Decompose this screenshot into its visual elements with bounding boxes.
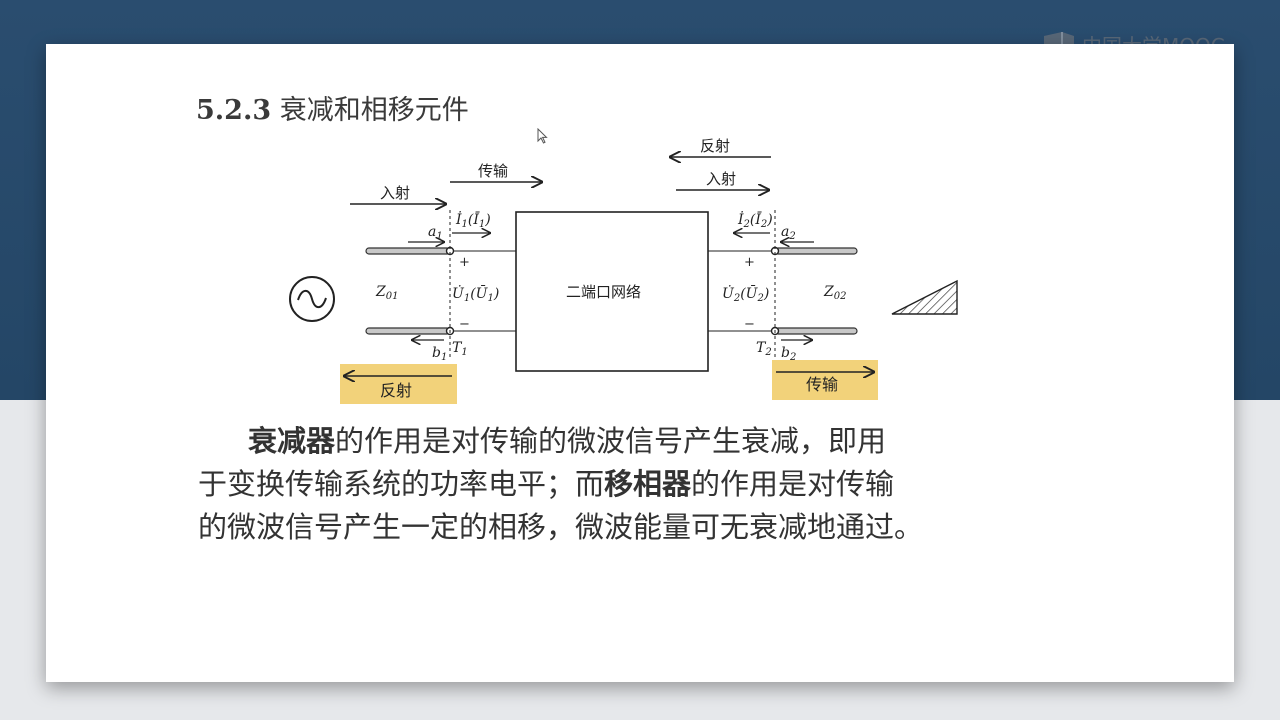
- ac-source-icon: [289, 276, 335, 322]
- a2-label: a2: [781, 224, 796, 242]
- t1-label: T1: [452, 340, 468, 358]
- u1-label: U̇1(Ū1): [452, 284, 499, 304]
- section-heading: 5.2.3 衰减和相移元件: [196, 88, 469, 127]
- two-port-network-box: [515, 211, 709, 372]
- section-number: 5.2.3: [196, 95, 272, 126]
- i1-label: İ1(Ī1): [455, 210, 491, 230]
- mouse-cursor-icon: [537, 128, 548, 144]
- b1-label: b1: [432, 345, 447, 363]
- network-label: 二端口网络: [566, 283, 641, 301]
- section-title: 衰减和相移元件: [279, 95, 469, 126]
- reflect-top-label: 反射: [700, 137, 730, 155]
- body-line-1: 衰减器的作用是对传输的微波信号产生衰减，即用: [248, 424, 887, 458]
- body-paragraph: 衰减器的作用是对传输的微波信号产生衰减，即用 于变换传输系统的功率电平；而移相器…: [198, 420, 1068, 549]
- z01-label: Z01: [375, 284, 398, 302]
- transmit-top-label: 传输: [478, 162, 508, 180]
- transmit-bottom-label: 传输: [806, 375, 838, 394]
- u2-label: U̇2(Ū2): [722, 284, 769, 304]
- z02-label: Z02: [823, 284, 846, 302]
- matched-load-icon: [891, 279, 958, 315]
- port1-plus: +: [459, 255, 470, 270]
- port2-minus: −: [744, 317, 755, 332]
- b2-label: b2: [781, 345, 796, 363]
- a1-label: a1: [428, 224, 443, 242]
- left-line-bottom: [365, 327, 451, 335]
- attenuator-term: 衰减器: [248, 424, 336, 458]
- left-line-top: [365, 247, 451, 255]
- t2-label: T2: [756, 340, 772, 358]
- body-line-2: 于变换传输系统的功率电平；而移相器的作用是对传输: [198, 467, 895, 501]
- port2-plus: +: [744, 255, 755, 270]
- incident-right-label: 入射: [706, 170, 736, 188]
- incident-left-label: 入射: [380, 184, 410, 202]
- i2-label: İ2(Ī2): [737, 210, 773, 230]
- body-line-3: 的微波信号产生一定的相移，微波能量可无衰减地通过。: [198, 510, 924, 544]
- right-line-bottom: [774, 327, 858, 335]
- transmit-highlight: [772, 360, 878, 400]
- phase-shifter-term: 移相器: [604, 467, 692, 501]
- reflect-bottom-label: 反射: [380, 381, 412, 400]
- port1-minus: −: [459, 317, 470, 332]
- reflect-highlight: [340, 364, 457, 404]
- right-line-top: [774, 247, 858, 255]
